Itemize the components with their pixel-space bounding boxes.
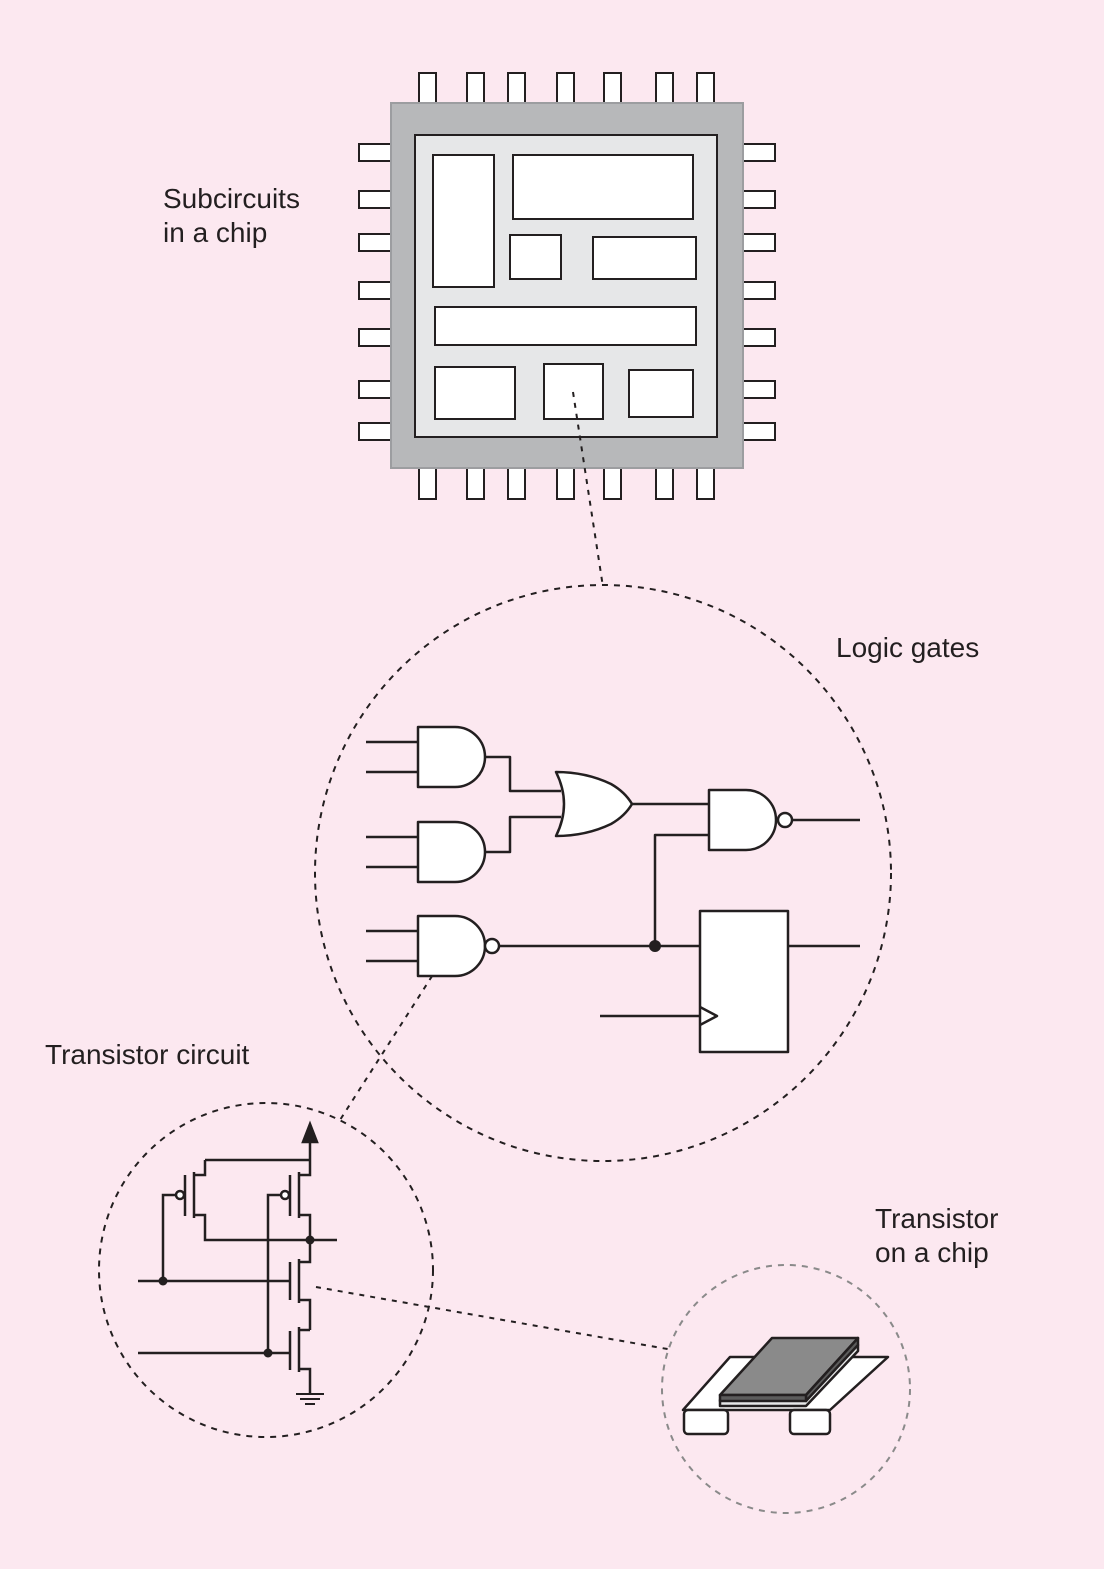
ground-symbol: [296, 1393, 324, 1405]
transistor-on-chip-label-line-2: on a chip: [875, 1237, 989, 1268]
subcircuit-block: [543, 363, 604, 420]
pmos-right: [266, 1160, 312, 1353]
subcircuits-label-line-1: Subcircuits: [163, 183, 300, 214]
transistor-on-chip-label: Transistor on a chip: [875, 1202, 998, 1270]
subcircuit-block: [509, 234, 562, 280]
drain-pad: [788, 1408, 832, 1436]
subcircuit-block: [434, 366, 516, 420]
gate-front: [718, 1393, 808, 1403]
transistor-circuit-magnifier: [98, 1102, 434, 1438]
transistor-circuit-label: Transistor circuit: [45, 1039, 250, 1070]
nand-gate-input: [366, 914, 501, 978]
subcircuit-block: [512, 154, 694, 220]
logic-gate-network: [366, 725, 860, 1054]
transistor-device: [681, 1336, 890, 1436]
nmos-bottom: [138, 1327, 312, 1393]
subcircuit-block: [434, 306, 697, 346]
and-gate-1: [366, 725, 487, 789]
flip-flop: [698, 909, 790, 1054]
chip: [358, 72, 776, 500]
chip-pins-top: [418, 72, 715, 106]
chip-pins-bottom: [418, 465, 715, 500]
subcircuits-label: Subcircuits in a chip: [163, 182, 300, 250]
subcircuit-block: [592, 236, 697, 280]
source-pad: [682, 1408, 730, 1436]
transistor-on-chip-label-line-1: Transistor: [875, 1203, 999, 1234]
pmos-left: [161, 1160, 310, 1281]
chip-pins-left: [358, 143, 394, 441]
cmos-transistor-circuit: [138, 1120, 337, 1405]
subcircuits-label-line-2: in a chip: [163, 217, 268, 248]
nand-gate-output: [707, 788, 794, 852]
subcircuit-blocks: [432, 154, 697, 420]
nmos-top: [138, 1240, 312, 1330]
logic-gates-magnifier: [314, 584, 892, 1162]
or-gate: [554, 770, 634, 838]
subcircuit-block: [432, 154, 495, 288]
logic-gates-label: Logic gates: [836, 632, 980, 663]
gate-wires: [485, 755, 860, 1018]
and-gate-2: [366, 820, 487, 884]
wire-junction: [649, 940, 661, 952]
subcircuit-block: [628, 369, 694, 418]
vdd-arrow: [301, 1120, 319, 1144]
transistor-chip-magnifier: [661, 1264, 911, 1514]
